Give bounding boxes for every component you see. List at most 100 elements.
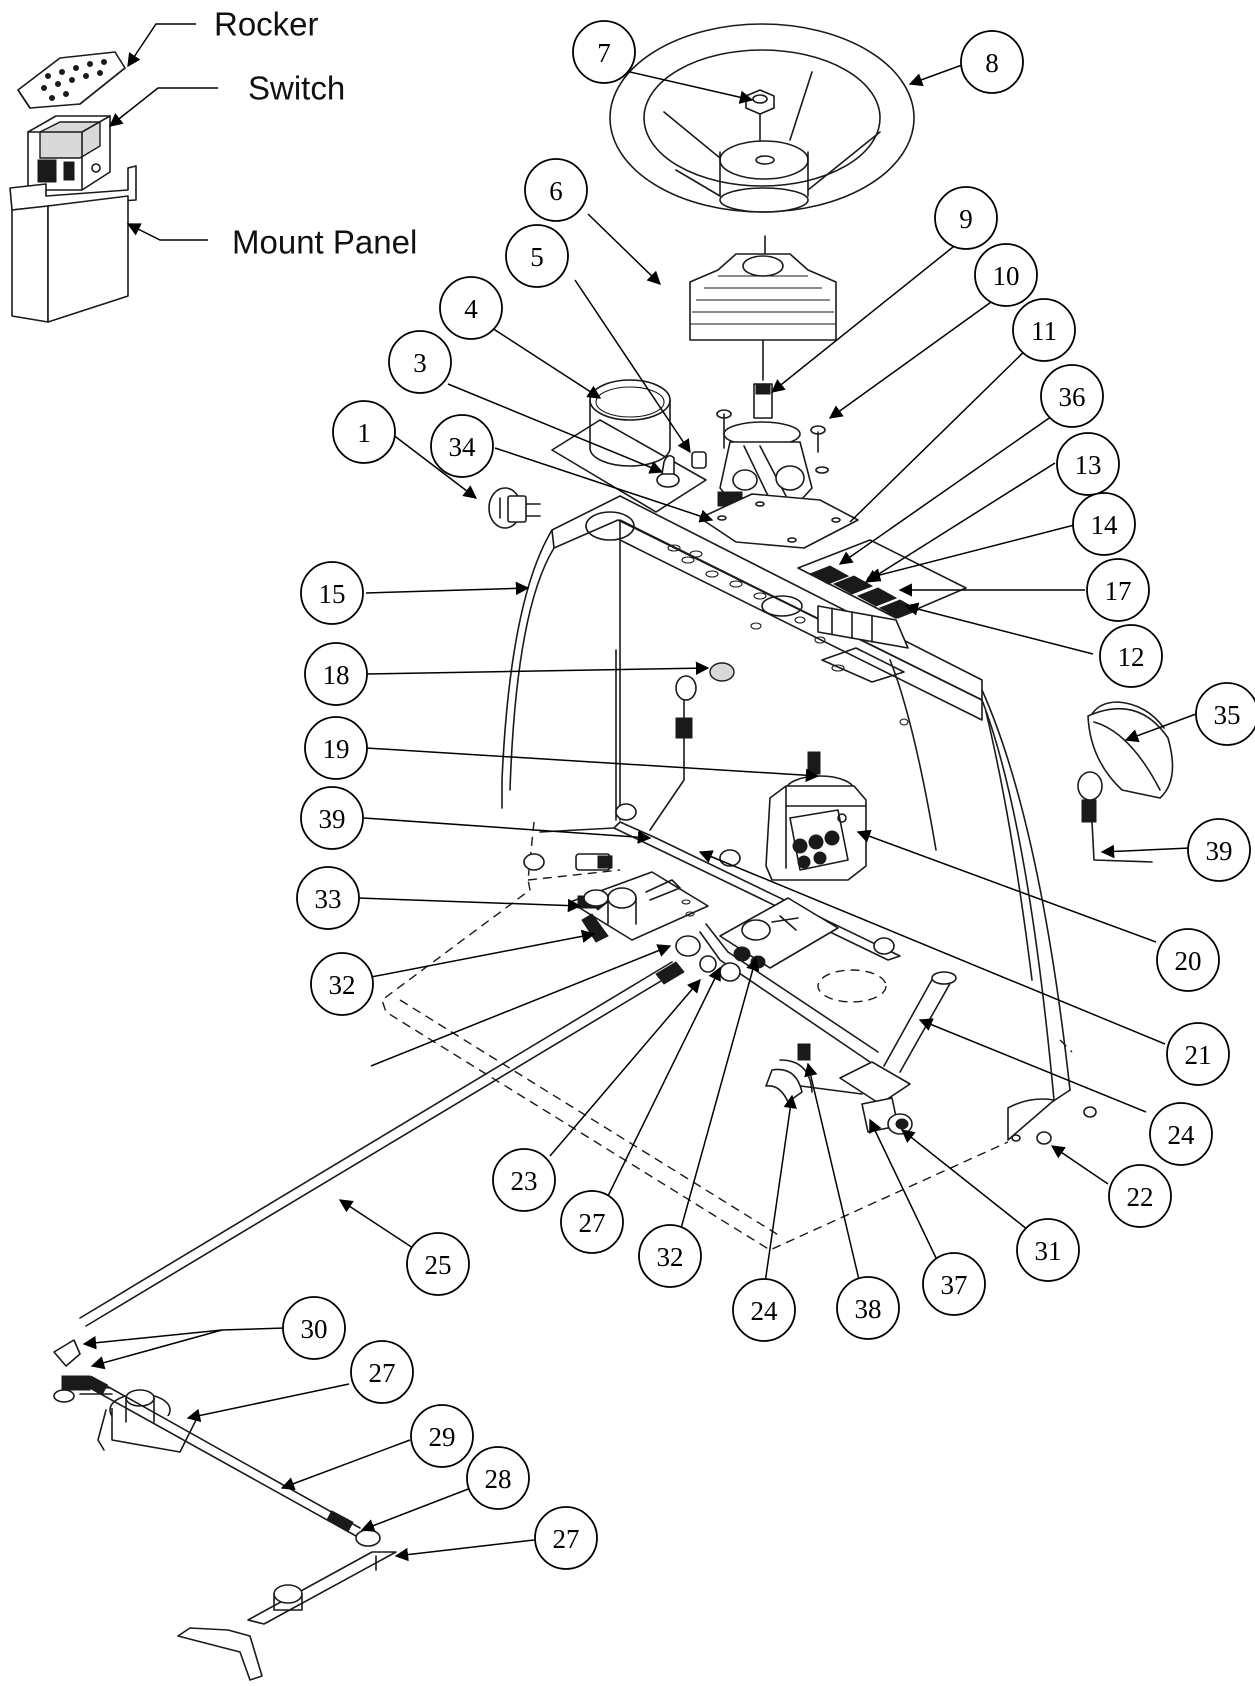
callout-circle <box>1156 928 1220 992</box>
small-plug <box>691 451 707 469</box>
console-body <box>501 495 1071 1141</box>
callout-number: 6 <box>549 176 563 206</box>
callout-circle <box>388 330 452 394</box>
callout-number: 25 <box>425 1250 452 1280</box>
callout-number: 34 <box>449 432 477 462</box>
callout-circle <box>534 1506 598 1570</box>
callout-24: 24 <box>1149 1102 1213 1166</box>
grommet <box>709 662 735 682</box>
callout-circle <box>332 400 396 464</box>
callout-34: 34 <box>430 414 494 478</box>
callout-17: 17 <box>1086 558 1150 622</box>
callout-30: 30 <box>282 1296 346 1360</box>
lower-rod-end <box>53 1339 91 1403</box>
pedal-plate-right <box>719 897 839 969</box>
callout-number: 32 <box>329 970 356 1000</box>
callout-circle <box>492 1148 556 1212</box>
callout-number: 20 <box>1175 946 1202 976</box>
callout-29: 29 <box>410 1404 474 1468</box>
callout-circle <box>1072 492 1136 556</box>
callout-18: 18 <box>304 642 368 706</box>
callout-number: 21 <box>1185 1040 1212 1070</box>
hydraulic-valve <box>765 751 867 881</box>
callout-4: 4 <box>439 276 503 340</box>
callout-27: 27 <box>350 1340 414 1404</box>
callout-number: 31 <box>1035 1236 1062 1266</box>
tube-elbow <box>765 1043 813 1103</box>
brake-linkage <box>675 923 957 1073</box>
wheel-nut <box>745 89 775 141</box>
callout-number: 29 <box>429 1422 456 1452</box>
pedal-lever <box>177 1551 397 1681</box>
callout-circle <box>1056 432 1120 496</box>
callout-38: 38 <box>836 1276 900 1340</box>
pedal-plate-left <box>569 871 709 943</box>
callout-number: 14 <box>1091 510 1119 540</box>
switch-label: Switch <box>248 70 345 107</box>
callout-14: 14 <box>1072 492 1136 556</box>
connector-plug <box>488 487 541 529</box>
callout-35: 35 <box>1195 682 1255 746</box>
callout-circle <box>300 561 364 625</box>
callout-circle <box>296 866 360 930</box>
callout-circle <box>974 243 1038 307</box>
long-cable-rod <box>79 961 685 1327</box>
switch-panel <box>797 539 967 649</box>
callout-number: 24 <box>1168 1120 1196 1150</box>
callout-number: 28 <box>485 1464 512 1494</box>
callout-circle <box>1086 558 1150 622</box>
steering-wheel <box>609 23 915 261</box>
callout-1: 1 <box>332 400 396 464</box>
callout-number: 35 <box>1214 700 1241 730</box>
callout-39: 39 <box>1187 818 1251 882</box>
pedal-bracket <box>769 1061 913 1135</box>
callout-7: 7 <box>572 20 636 84</box>
callout-number: 12 <box>1118 642 1145 672</box>
callout-20: 20 <box>1156 928 1220 992</box>
callout-number: 36 <box>1059 382 1086 412</box>
callout-circle <box>430 414 494 478</box>
callout-number: 27 <box>369 1358 396 1388</box>
callout-5: 5 <box>505 224 569 288</box>
callout-circle <box>282 1296 346 1360</box>
callout-27: 27 <box>560 1190 624 1254</box>
callout-circle <box>1040 364 1104 428</box>
callout-circle <box>410 1404 474 1468</box>
callout-circle <box>300 786 364 850</box>
callout-number: 19 <box>323 734 350 764</box>
callout-6: 6 <box>524 158 588 222</box>
callout-circle <box>560 1190 624 1254</box>
callout-number: 22 <box>1127 1182 1154 1212</box>
tie-rod <box>86 1375 381 1547</box>
callout-circle <box>310 952 374 1016</box>
callout-circle <box>1108 1164 1172 1228</box>
callout-circle <box>836 1276 900 1340</box>
rocker-label: Rocker <box>214 6 319 43</box>
callout-number: 3 <box>413 348 427 378</box>
mount-panel <box>9 165 137 323</box>
callout-number: 1 <box>357 418 371 448</box>
callout-37: 37 <box>922 1252 986 1316</box>
callout-circle <box>1166 1022 1230 1086</box>
callout-33: 33 <box>296 866 360 930</box>
floor-outline-dashed <box>381 821 1073 1251</box>
callout-number: 8 <box>985 48 999 78</box>
frame-bolt <box>1011 1106 1097 1145</box>
callout-39: 39 <box>300 786 364 850</box>
callout-number: 30 <box>301 1314 328 1344</box>
callout-number: 7 <box>597 38 611 68</box>
callout-circle <box>1149 1102 1213 1166</box>
callout-circle <box>934 186 998 250</box>
callout-number: 23 <box>511 1166 538 1196</box>
leader-lines <box>82 23 1197 1562</box>
callout-number: 15 <box>319 579 346 609</box>
callout-12: 12 <box>1099 624 1163 688</box>
wire-harness <box>649 675 697 831</box>
key-switch <box>656 454 680 488</box>
callout-number: 33 <box>315 884 342 914</box>
callout-circle <box>1016 1218 1080 1282</box>
callout-31: 31 <box>1016 1218 1080 1282</box>
callout-circle <box>304 716 368 780</box>
callout-21: 21 <box>1166 1022 1230 1086</box>
